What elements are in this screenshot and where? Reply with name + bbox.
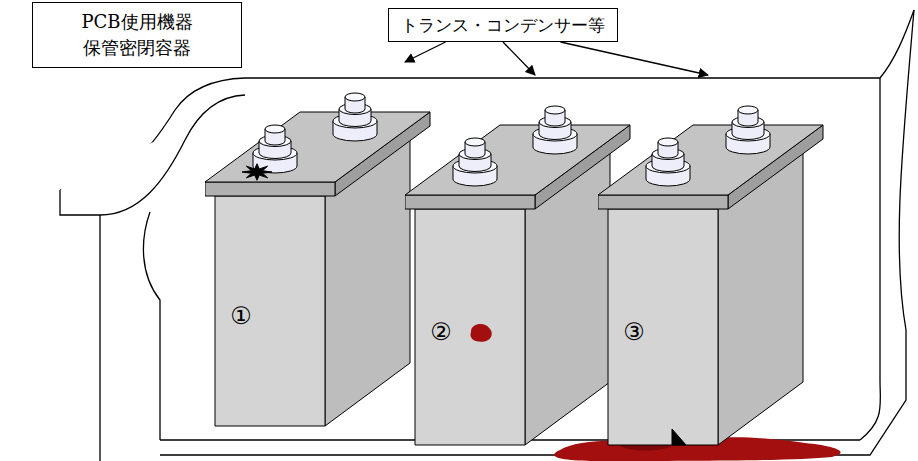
bushing-cap [658,138,678,146]
bushing-cap [545,106,565,114]
transformer-unit: ① [205,62,437,428]
bushing-cap [465,138,485,146]
container-right-wall [860,78,880,440]
label-text: PCB使用機器 保管密閉容器 [57,9,217,61]
transformer-unit: ③ [598,75,830,447]
bushing-cap [738,106,758,114]
oil-stain [242,164,272,181]
slab-top [405,125,630,195]
sealed-container [60,10,914,461]
callout-number: ② [421,318,461,346]
unit-front-face [415,209,525,445]
container-label: PCB使用機器 保管密閉容器 [32,2,242,68]
unit-front-face [608,209,718,445]
container-left-wall [99,215,100,461]
unit-front-face [215,196,325,426]
pointer-arrow [503,42,535,75]
transformer-unit: ② [405,75,637,447]
transformer-drawing [205,62,437,428]
pointer-arrow [405,42,446,62]
slab-top [598,125,823,195]
callout-number: ③ [614,318,654,346]
bushing-cap [265,125,285,133]
slab-front [598,195,728,209]
crack [672,429,686,445]
bushings [253,93,377,173]
bushings [646,106,770,186]
label-text: トランス・コンデンサー等 [401,13,605,37]
pointer-arrow [561,42,709,75]
callout-number: ① [221,302,261,330]
leak-drop [470,324,491,342]
container-outer-wall [160,10,914,455]
slab-front [205,182,335,196]
container-inner-wall [143,212,160,440]
transformer-drawing [598,75,830,447]
bushings [453,106,577,186]
bushing-cap [345,93,365,101]
slab-front [405,195,535,209]
transformer-drawing [405,75,637,447]
slab-top [205,112,430,182]
equipment-label: トランス・コンデンサー等 [388,8,618,42]
